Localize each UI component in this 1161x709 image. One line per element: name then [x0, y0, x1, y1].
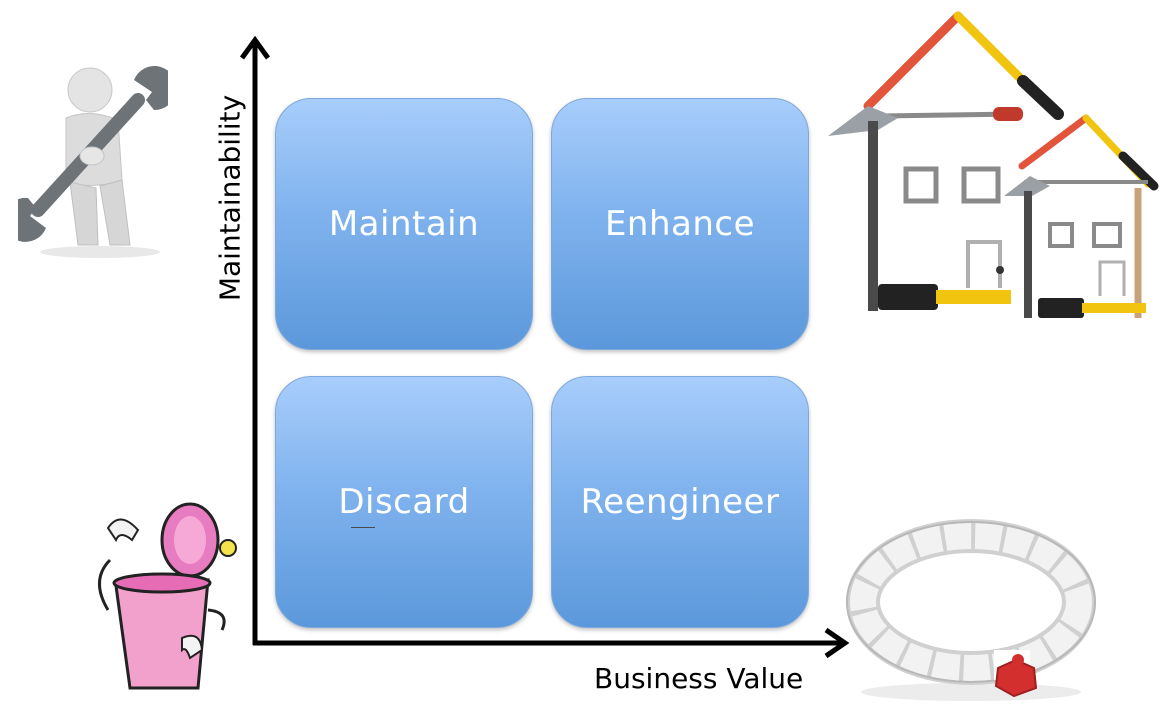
x-axis-arrowhead [824, 627, 850, 659]
puzzle-ring-icon [846, 519, 1096, 701]
x-axis-label: Business Value [594, 662, 804, 695]
quadrant-maintain-label: Maintain [328, 204, 480, 244]
quadrant-maintain: Maintain [275, 98, 533, 350]
quadrant-discard-label: Discard [338, 482, 470, 522]
quadrant-enhance: Enhance [551, 98, 809, 350]
quadrant-enhance-label: Enhance [604, 204, 756, 244]
y-axis-label: Maintainability [213, 94, 247, 302]
quadrant-reengineer: Reengineer [551, 376, 809, 628]
figure-with-wrench-icon [18, 66, 168, 258]
tool-houses-icon [828, 11, 1159, 318]
quadrant-reengineer-label: Reengineer [580, 482, 780, 522]
quadrant-discard: Discard [275, 376, 533, 628]
discard-underline-mark [351, 527, 375, 528]
y-axis-arrowhead [239, 35, 271, 60]
trash-can-icon [98, 502, 237, 690]
